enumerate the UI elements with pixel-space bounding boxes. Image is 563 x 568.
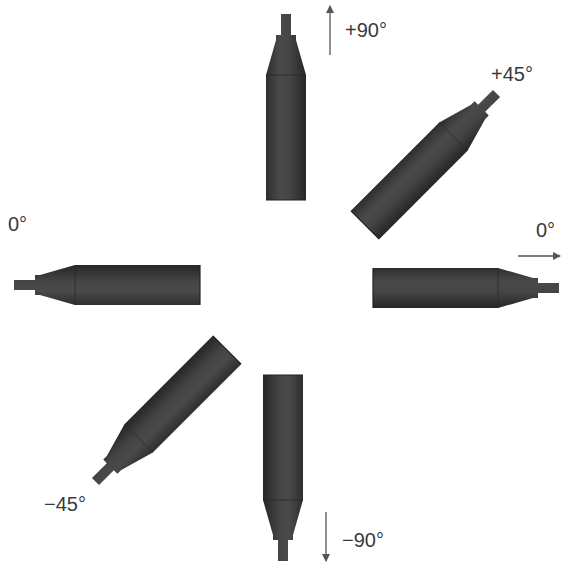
microphone	[351, 79, 511, 239]
direction-arrow	[325, 512, 326, 561]
microphone	[263, 375, 303, 561]
direction-arrow	[329, 6, 330, 55]
angle-label: +90°	[345, 20, 387, 40]
angle-label: −45°	[44, 494, 86, 514]
angle-label: −90°	[342, 530, 384, 550]
angle-label: 0°	[8, 214, 27, 234]
microphone	[373, 268, 559, 308]
direction-arrow	[518, 255, 560, 256]
microphone	[81, 336, 241, 496]
angle-label: +45°	[491, 64, 533, 84]
angle-label: 0°	[536, 220, 555, 240]
microphone	[266, 14, 306, 200]
microphone	[14, 265, 200, 305]
